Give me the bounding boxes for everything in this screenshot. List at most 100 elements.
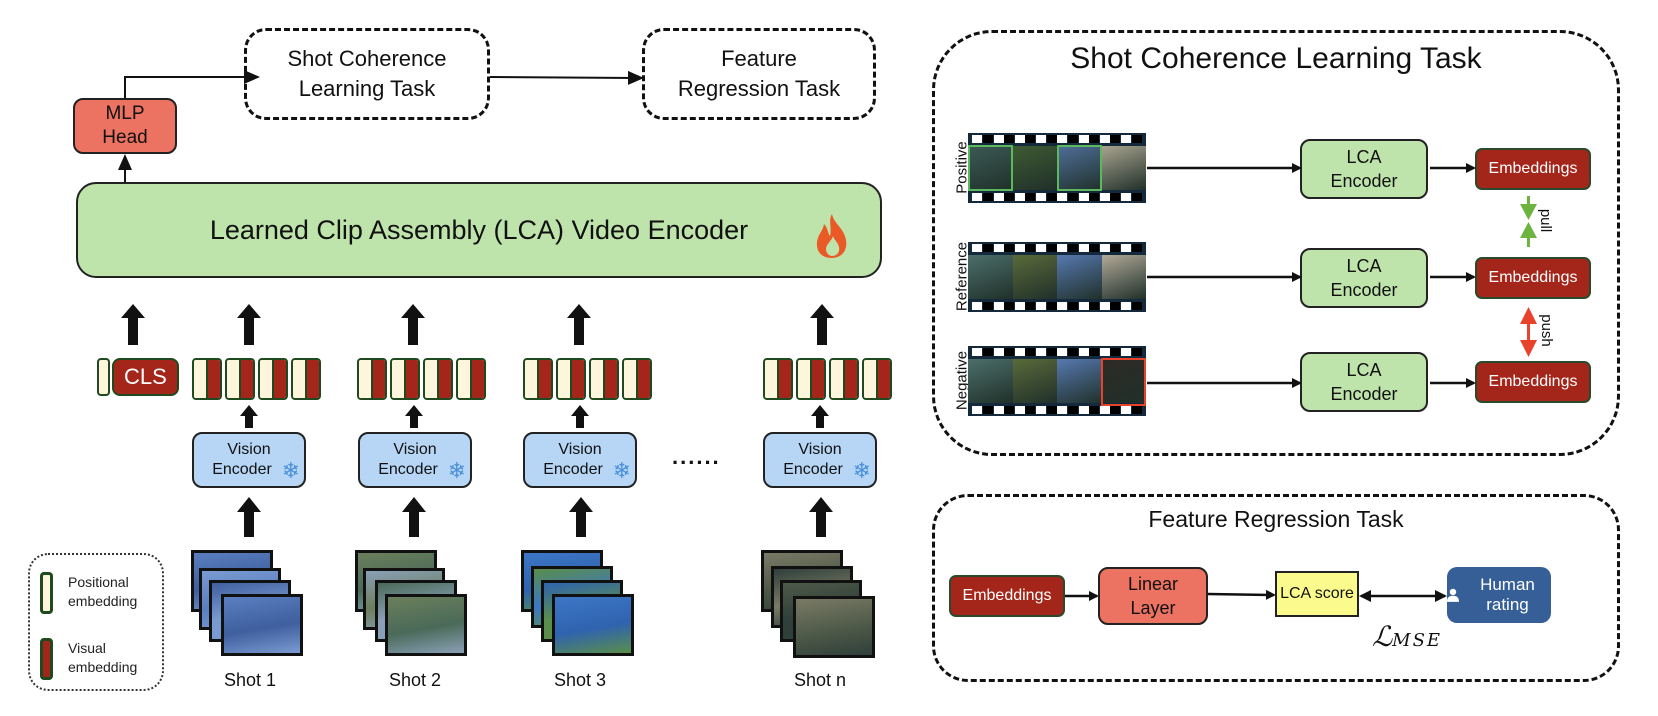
film-frame [1012,146,1057,190]
mlp-head-line2: Head [102,127,148,148]
mse-loss-label: ℒMSE [1372,620,1443,653]
small-up-arrows [240,405,829,428]
lca-encoder-line1: LCA [1346,360,1382,380]
token-group-shot-1 [192,358,321,400]
human-rating: Human rating [1447,567,1551,623]
film-frame [1101,359,1146,403]
vision-encoder-line1: Vision [393,441,437,458]
highlight-frame [968,145,1013,191]
shot-coherence-panel [932,30,1620,456]
push-arrow [1520,307,1537,357]
person-icon [1447,588,1459,602]
pull-label: pull [1537,208,1555,233]
legend-swatch-visual [40,638,53,680]
cls-token: CLS [97,358,179,396]
lca-video-encoder: Learned Clip Assembly (LCA) Video Encode… [76,182,882,278]
embeddings-negative: Embeddings [1475,361,1591,403]
lca-video-encoder-label: Learned Clip Assembly (LCA) Video Encode… [209,214,749,245]
film-frame [1101,255,1146,299]
lca-encoder-line2: Encoder [1330,171,1398,191]
linear-layer-line1: Linear [1127,574,1179,594]
pull-arrows [1520,196,1537,247]
task-box-line2: Regression Task [677,76,841,101]
film-frame [1057,255,1102,299]
ellipsis: ...... [672,444,721,469]
lca-encoder-line1: LCA [1346,256,1382,276]
film-sprocket-holes [968,193,1146,201]
linear-layer: Linear Layer [1098,567,1208,625]
film-frame [968,359,1013,403]
film-sprocket-holes [968,348,1146,356]
shot-label-n: Shot n [793,670,847,690]
film-frame [1101,146,1146,190]
legend-swatch-positional [40,572,53,614]
thick-up-arrows [121,304,834,345]
film-frame [968,146,1013,190]
vision-encoder-line1: Vision [227,441,271,458]
vision-encoder-line1: Vision [558,441,602,458]
film-strip-positive [968,133,1146,203]
positional-embedding [97,358,110,396]
highlight-frame [1057,145,1102,191]
film-sprocket-holes [968,244,1146,252]
film-sprocket-holes [968,302,1146,310]
task-box-line2: Learning Task [298,76,436,101]
shot-label-2: Shot 2 [388,670,442,690]
embeddings-positive: Embeddings [1475,148,1591,190]
shot-label-3: Shot 3 [553,670,607,690]
film-strip-negative [968,346,1146,416]
frame [221,594,303,656]
vision-encoder-line2: Encoder [378,461,438,478]
film-frame [968,255,1013,299]
vision-encoder-1: Vision Encoder ❄ [192,432,306,488]
arrow-mlp-to-task [124,70,260,98]
lca-encoder-line2: Encoder [1330,384,1398,404]
vision-encoder-line2: Encoder [212,461,272,478]
feature-regression-title: Feature Regression Task [1148,506,1404,532]
vision-encoder-line2: Encoder [783,461,843,478]
regression-embeddings: Embeddings [949,575,1065,617]
film-frame [1012,359,1057,403]
shot-label-1: Shot 1 [223,670,277,690]
task-box-line1: Feature [721,46,797,71]
vision-encoder-3: Vision Encoder ❄ [523,432,637,488]
snowflake-icon: ❄ [852,458,871,483]
snowflake-icon: ❄ [281,458,300,483]
lca-encoder-negative: LCA Encoder [1300,352,1428,412]
arrow-task-to-regression [489,70,644,85]
vision-encoder-line1: Vision [798,441,842,458]
legend-label-visual: Visual embedding [68,640,138,675]
frame [793,596,875,658]
lca-encoder-line1: LCA [1346,147,1382,167]
fire-icon [816,214,847,258]
mlp-head: MLP Head [73,98,177,154]
coherence-arrows [1147,163,1476,388]
shot-coherence-title: Shot Coherence Learning Task [1070,42,1482,75]
token-group-shot-2 [357,358,486,400]
token-group-shot-n [763,358,892,400]
embeddings-reference: Embeddings [1475,257,1591,299]
lca-encoder-line2: Encoder [1330,280,1398,300]
mlp-head-line1: MLP [105,103,145,124]
vision-encoder-n: Vision Encoder ❄ [763,432,877,488]
legend-label-positional: Positional embedding [68,574,138,609]
snowflake-icon: ❄ [447,458,466,483]
regression-arrows [1065,589,1447,602]
shot-up-arrows [237,497,833,537]
token-group-shot-3 [523,358,652,400]
human-rating-label: Human rating [1480,575,1535,614]
film-frame [1012,255,1057,299]
lca-encoder-reference: LCA Encoder [1300,248,1428,308]
linear-layer-line2: Layer [1130,598,1176,618]
vision-encoder-line2: Encoder [543,461,603,478]
frame [385,594,467,656]
vision-encoder-2: Vision Encoder ❄ [358,432,472,488]
highlight-frame [1101,358,1146,406]
task-box-line1: Shot Coherence [287,46,447,71]
push-label: push [1537,314,1555,347]
cls-label: CLS [112,358,179,396]
legend: Positional embedding Visual embedding [28,553,164,691]
feature-regression-panel [932,494,1620,682]
frame [552,594,634,656]
film-sprocket-holes [968,406,1146,414]
